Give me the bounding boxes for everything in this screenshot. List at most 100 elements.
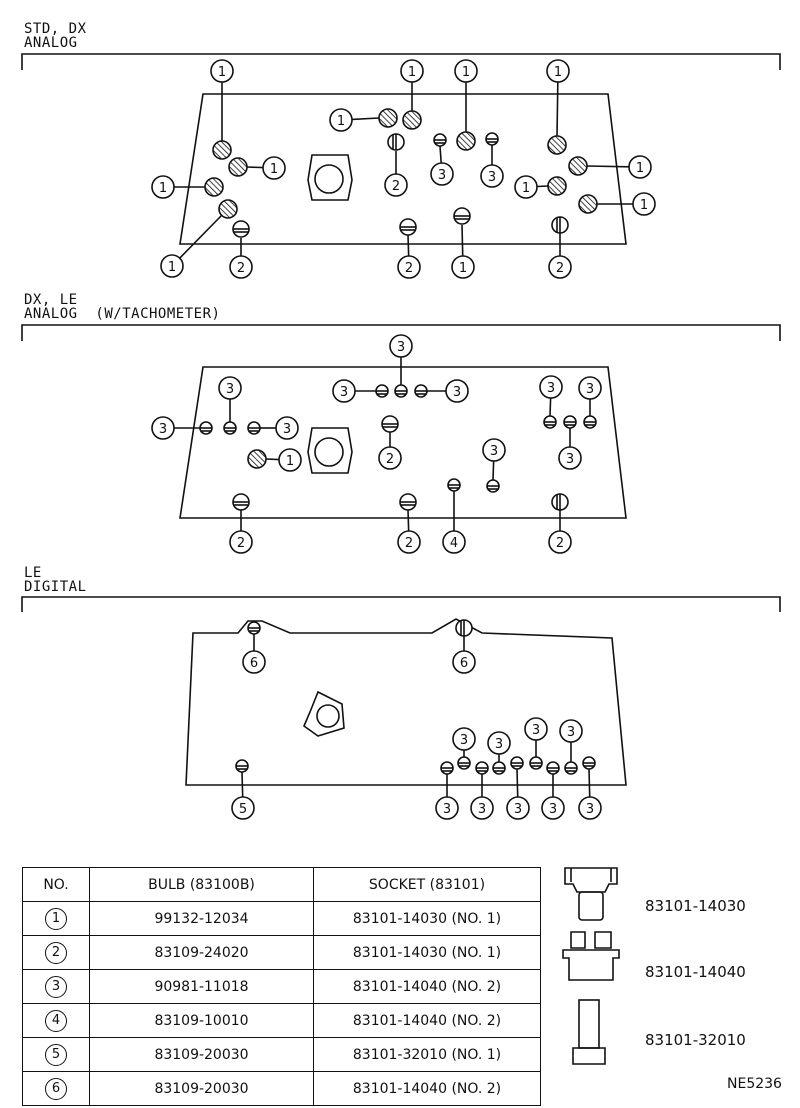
table-cell-bulb: 90981-11018 xyxy=(89,969,314,1004)
callout-1: 1 xyxy=(246,156,286,180)
callout-5: 5 xyxy=(231,771,255,820)
table-cell-no: 3 xyxy=(22,969,90,1004)
callout-1: 1 xyxy=(210,59,234,141)
callout-3: 3 xyxy=(539,375,563,417)
bulb-socket-icon xyxy=(547,176,567,196)
bulb-socket-icon xyxy=(546,761,560,775)
section-label-line1: DX, LE xyxy=(24,292,78,308)
socket-part-label: 83101-32010 xyxy=(645,1031,746,1049)
callout-4: 4 xyxy=(442,491,466,554)
table-cell-bulb: 83109-10010 xyxy=(89,1003,314,1038)
bulb-socket-icon xyxy=(547,135,567,155)
callout-1: 1 xyxy=(400,59,424,111)
bulb-socket-icon xyxy=(247,621,261,635)
callout-3: 3 xyxy=(470,774,494,820)
socket-14030-icon xyxy=(564,867,618,921)
socket-part-label: 83101-14030 xyxy=(645,897,746,915)
table-row: 2 83109-24020 83101-14030 (NO. 1) xyxy=(22,935,541,970)
svg-text:1: 1 xyxy=(462,65,470,80)
callout-1: 1 xyxy=(514,175,549,199)
callout-6: 6 xyxy=(242,634,266,674)
callout-3: 3 xyxy=(487,731,511,762)
callout-3: 3 xyxy=(541,774,565,820)
table-header: BULB (83100B) xyxy=(89,867,314,902)
bulb-socket-icon xyxy=(232,220,250,238)
callout-3: 3 xyxy=(480,145,504,188)
bulb-socket-icon xyxy=(199,421,213,435)
section-label-le-digital: LE DIGITAL xyxy=(24,566,87,594)
svg-text:3: 3 xyxy=(567,725,575,740)
svg-text:3: 3 xyxy=(566,452,574,467)
table-cell-socket: 83101-14040 (NO. 2) xyxy=(313,969,541,1004)
table-row: 5 83109-20030 83101-32010 (NO. 1) xyxy=(22,1037,541,1072)
svg-text:1: 1 xyxy=(554,65,562,80)
socket-32010-icon xyxy=(572,999,606,1065)
callout-2: 2 xyxy=(397,234,421,279)
table-row: 3 90981-11018 83101-14040 (NO. 2) xyxy=(22,969,541,1004)
callout-3: 3 xyxy=(578,768,602,820)
callout-3: 3 xyxy=(559,719,583,762)
drawing-code: NE5236 xyxy=(727,1076,782,1092)
bulb-socket-icon xyxy=(529,756,543,770)
bulb-socket-icon xyxy=(564,761,578,775)
table-row: 1 99132-12034 83101-14030 (NO. 1) xyxy=(22,901,541,936)
bulb-socket-icon xyxy=(433,133,447,147)
table-cell-socket: 83101-14030 (NO. 1) xyxy=(313,901,541,936)
svg-text:3: 3 xyxy=(549,802,557,817)
item-number: 5 xyxy=(45,1043,67,1066)
callout-2: 2 xyxy=(548,510,572,554)
bulb-socket-icon xyxy=(228,157,248,177)
callout-1: 1 xyxy=(265,448,302,472)
bulb-socket-icon xyxy=(232,493,250,511)
svg-text:3: 3 xyxy=(586,382,594,397)
svg-text:3: 3 xyxy=(586,802,594,817)
bulb-socket-icon xyxy=(378,108,398,128)
sensor-hub-digital xyxy=(303,690,345,737)
table-cell-socket: 83101-14030 (NO. 1) xyxy=(313,935,541,970)
section-label-line2: ANALOG (W/TACHOMETER) xyxy=(24,306,221,322)
table-row: 6 83109-20030 83101-14040 (NO. 2) xyxy=(22,1071,541,1106)
callout-1: 1 xyxy=(451,224,475,279)
callout-3: 3 xyxy=(435,774,459,820)
table-cell-bulb: 83109-20030 xyxy=(89,1037,314,1072)
table-cell-no: 2 xyxy=(22,935,90,970)
svg-text:3: 3 xyxy=(488,170,496,185)
cluster-outline-std-dx xyxy=(179,93,627,245)
bulb-socket-icon xyxy=(582,756,596,770)
bulb-socket-icon xyxy=(551,493,569,511)
section-label-dx-le: DX, LE ANALOG (W/TACHOMETER) xyxy=(24,293,220,321)
bulb-socket-icon xyxy=(375,384,389,398)
svg-text:3: 3 xyxy=(495,737,503,752)
svg-text:1: 1 xyxy=(159,181,167,196)
svg-text:1: 1 xyxy=(168,260,176,275)
bulb-socket-icon xyxy=(414,384,428,398)
callout-3: 3 xyxy=(452,727,476,757)
svg-text:3: 3 xyxy=(460,733,468,748)
svg-text:3: 3 xyxy=(438,168,446,183)
bulb-socket-icon xyxy=(402,110,422,130)
svg-text:1: 1 xyxy=(337,114,345,129)
item-number: 4 xyxy=(45,1009,67,1032)
callout-1: 1 xyxy=(597,192,656,216)
svg-text:3: 3 xyxy=(478,802,486,817)
table-cell-no: 1 xyxy=(22,901,90,936)
callout-3: 3 xyxy=(524,717,548,757)
callout-2: 2 xyxy=(378,432,402,470)
bulb-socket-icon xyxy=(455,619,473,637)
callout-1: 1 xyxy=(454,59,478,132)
bulb-socket-icon xyxy=(447,478,461,492)
bulb-socket-icon xyxy=(394,384,408,398)
bulb-socket-icon xyxy=(204,177,224,197)
bulb-socket-icon xyxy=(578,194,598,214)
callout-3: 3 xyxy=(578,376,602,416)
table-header: SOCKET (83101) xyxy=(313,867,541,902)
svg-text:3: 3 xyxy=(226,382,234,397)
bulb-socket-icon xyxy=(510,756,524,770)
svg-text:6: 6 xyxy=(460,656,468,671)
table-row: 4 83109-10010 83101-14040 (NO. 2) xyxy=(22,1003,541,1038)
speedometer-hub-std-dx xyxy=(307,154,353,201)
bulb-socket-icon xyxy=(551,216,569,234)
svg-text:2: 2 xyxy=(386,452,394,467)
table-cell-no: 4 xyxy=(22,1003,90,1038)
socket-part-label: 83101-14040 xyxy=(645,963,746,981)
